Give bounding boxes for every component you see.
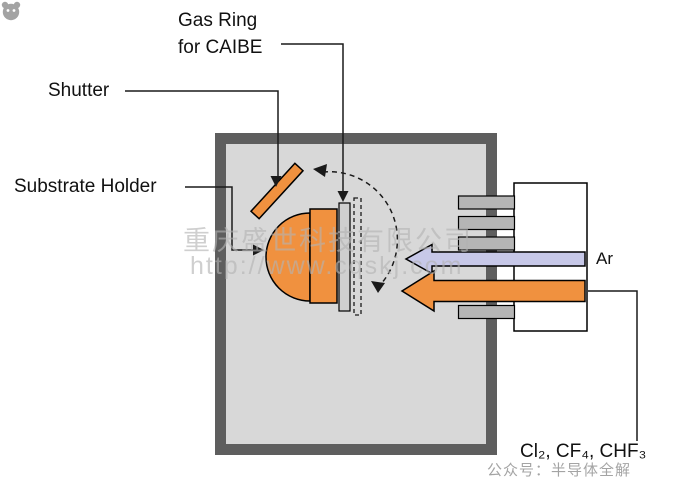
extraction-grids bbox=[457, 195, 516, 320]
grid-bar bbox=[457, 215, 516, 231]
grid-bar bbox=[457, 195, 516, 210]
gas-ring bbox=[353, 197, 362, 316]
ar-beam-arrow bbox=[404, 243, 586, 275]
wechat-account-logo-icon bbox=[1, 1, 21, 21]
etch-gas-arrow bbox=[400, 269, 586, 313]
gas-ring-callout-line bbox=[281, 43, 349, 202]
shutter-plate bbox=[249, 162, 305, 220]
shutter-label: Shutter bbox=[48, 80, 110, 101]
substrate-plate bbox=[338, 202, 351, 312]
watermark-url: http://www.cqskj.com bbox=[190, 252, 464, 280]
etch-gases-label: Cl₂, CF₄, CHF₃ bbox=[520, 441, 647, 462]
substrate-holder-dome bbox=[265, 212, 311, 302]
gas-feed-line bbox=[588, 290, 638, 441]
arc-arrowhead-top bbox=[313, 164, 327, 177]
grid-bar bbox=[457, 304, 516, 320]
ar-beam-label: Ar bbox=[596, 249, 613, 268]
arc-arrowhead-bottom bbox=[371, 281, 385, 293]
shutter-callout-line bbox=[125, 90, 282, 187]
substrate-holder-callout-line bbox=[185, 186, 264, 256]
substrate-holder-block bbox=[309, 208, 338, 304]
watermark-company: 重庆盛世科技有限公司 bbox=[183, 226, 473, 256]
substrate-holder-label: Substrate Holder bbox=[14, 176, 157, 197]
shutter-swing-arc bbox=[313, 164, 399, 293]
grid-bar bbox=[457, 236, 516, 251]
gas-ring-label-line2: for CAIBE bbox=[178, 37, 263, 58]
gas-ring-label-line1: Gas Ring bbox=[178, 10, 258, 31]
watermark-wechat-account: 公众号：半导体全解 bbox=[487, 462, 632, 479]
